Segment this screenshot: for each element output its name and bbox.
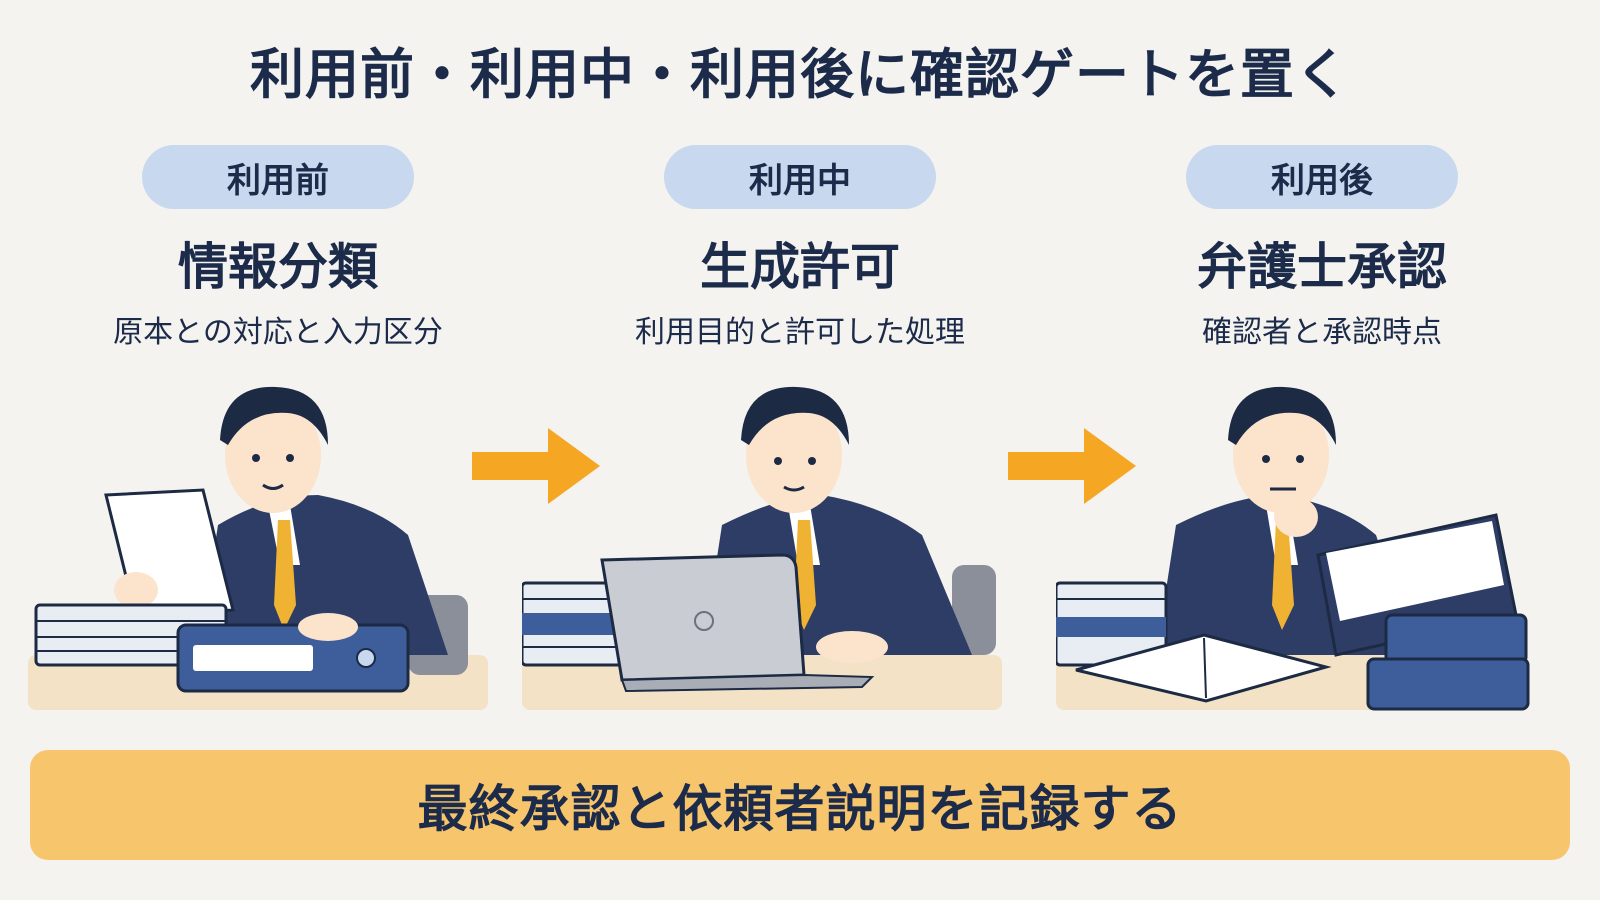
stage-heading-before: 情報分類 — [178, 238, 378, 296]
stage-before: 利用前 情報分類 原本との対応と入力区分 — [38, 145, 518, 351]
stage-label-after: 利用後 — [1186, 145, 1458, 209]
stage-heading-after: 弁護士承認 — [1197, 238, 1447, 296]
stage-label-during: 利用中 — [664, 145, 936, 209]
stage-heading-during: 生成許可 — [700, 238, 900, 296]
arrow-right-icon — [1008, 428, 1136, 504]
stage-description-before: 原本との対応と入力区分 — [113, 315, 443, 350]
stage-after: 利用後 弁護士承認 確認者と承認時点 — [1082, 145, 1562, 351]
stage-description-after: 確認者と承認時点 — [1202, 315, 1442, 350]
arrow-right-icon — [472, 428, 600, 504]
stage-label-before: 利用前 — [142, 145, 414, 209]
page-title: 利用前・利用中・利用後に確認ゲートを置く — [250, 43, 1350, 106]
summary-banner: 最終承認と依頼者説明を記録する — [30, 750, 1570, 860]
illustration-laptop-work — [522, 386, 1002, 710]
illustration-reading-document — [28, 386, 488, 710]
illustration-reviewing-book — [1056, 386, 1530, 711]
stage-during: 利用中 生成許可 利用目的と許可した処理 — [560, 145, 1040, 351]
stage-description-during: 利用目的と許可した処理 — [635, 315, 965, 350]
